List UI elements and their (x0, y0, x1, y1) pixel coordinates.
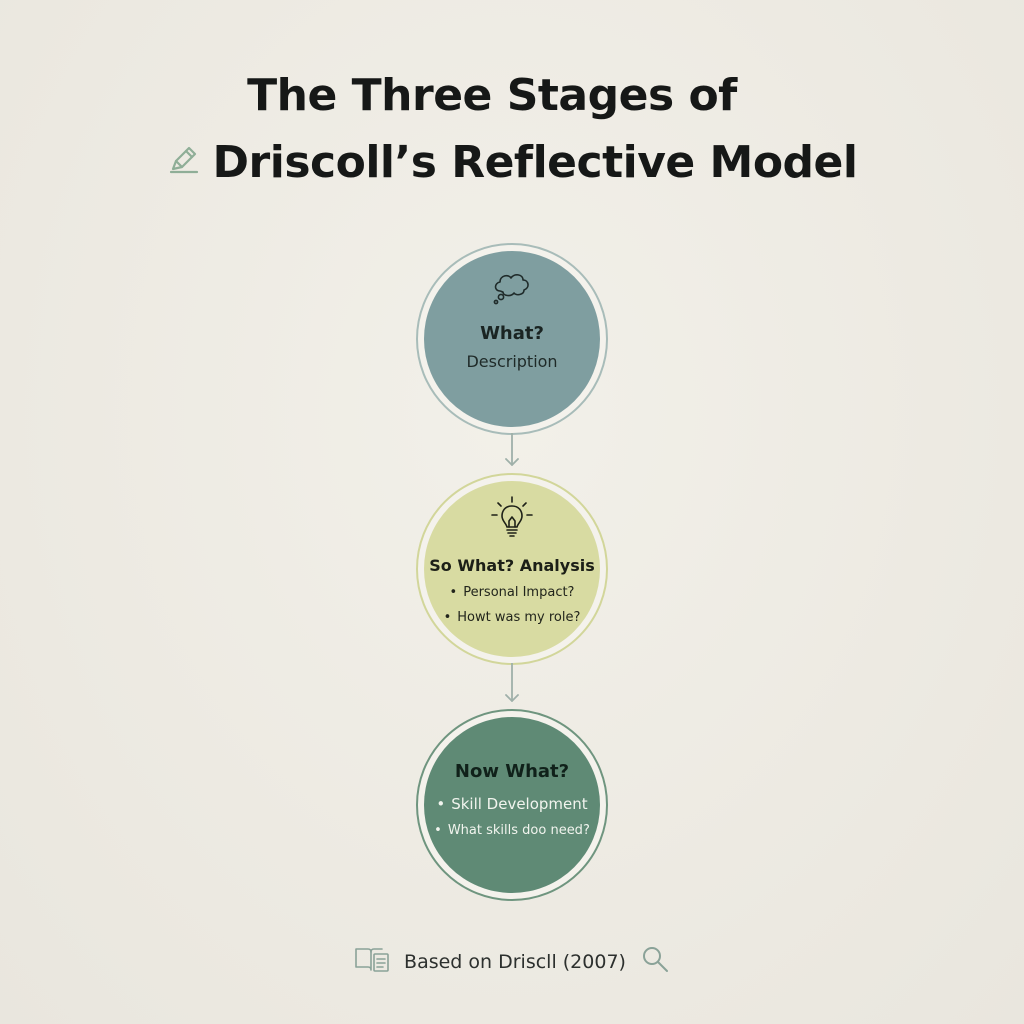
title-line-1: The Three Stages of (247, 70, 737, 121)
thought-bubble-icon (490, 269, 534, 311)
book-icon (354, 945, 390, 978)
stage-so-what: So What? Analysis •Personal Impact? •How… (424, 481, 600, 657)
lightbulb-icon (489, 495, 535, 547)
stage-2-heading: So What? Analysis (429, 556, 595, 575)
stage-2-bullet-2: •Howt was my role? (443, 610, 581, 625)
stage-3-bullet-1: •Skill Development (436, 795, 588, 813)
stage-1-heading: What? (480, 323, 544, 344)
title-line-2: Driscoll’s Reflective Model (0, 137, 1024, 188)
stage-what: What? Description (424, 251, 600, 427)
footer-text: Based on Driscll (2007) (404, 950, 626, 973)
footer-citation: Based on Driscll (2007) (0, 944, 1024, 979)
stage-now-what: Now What? •Skill Development •What skill… (424, 717, 600, 893)
pencil-icon (167, 136, 201, 187)
stage-3-heading: Now What? (454, 761, 570, 782)
stage-2-bullet-1: •Personal Impact? (449, 585, 575, 600)
stage-3-bullet-2: •What skills doo need? (434, 823, 590, 838)
connector-arrow-1 (505, 433, 519, 466)
title-text: Driscoll’s Reflective Model (212, 137, 858, 188)
stage-1-subtitle: Description (466, 352, 558, 371)
search-icon (640, 944, 670, 979)
connector-arrow-2 (505, 663, 519, 702)
